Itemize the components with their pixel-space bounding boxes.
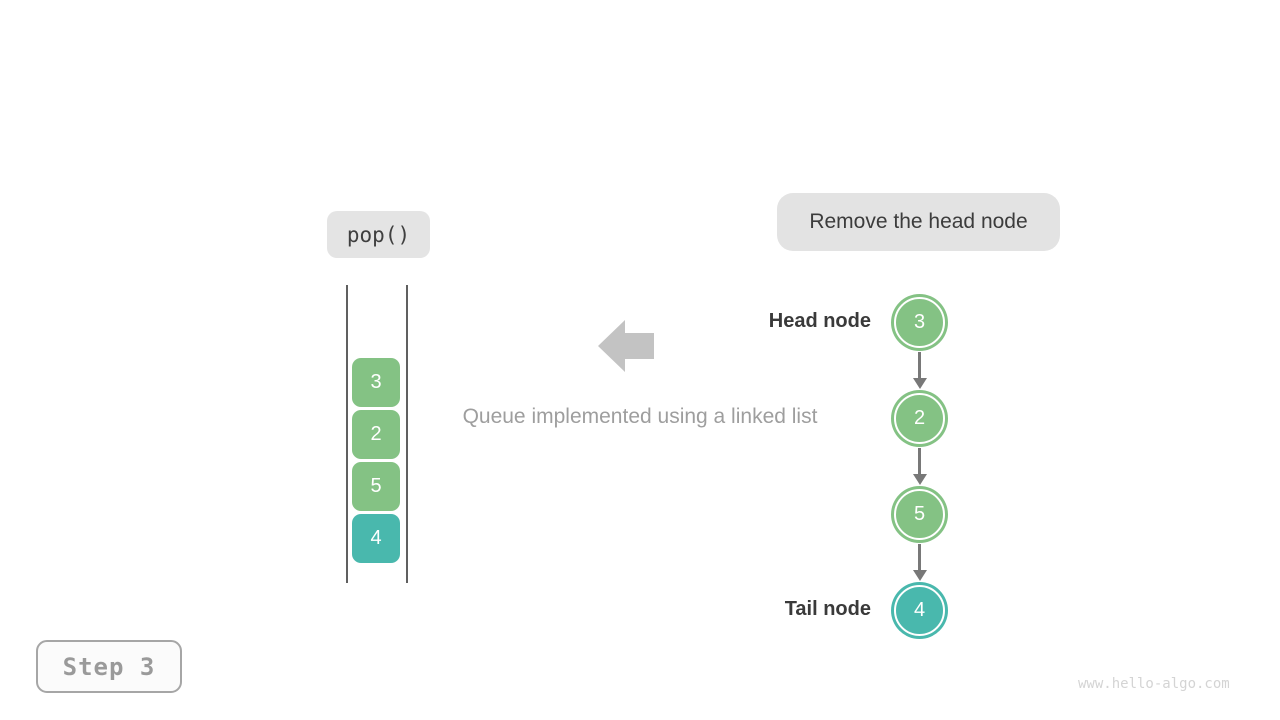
queue-cell: 2: [352, 410, 400, 459]
linked-list-node: 2: [891, 390, 948, 447]
queue-cell: 5: [352, 462, 400, 511]
tail-node-label: Tail node: [784, 598, 871, 620]
left-arrow-icon: [598, 320, 654, 372]
annotation-bubble: Remove the head node: [777, 193, 1060, 251]
link-arrow-icon: [918, 544, 921, 570]
queue-rail-left: [346, 285, 348, 583]
link-arrow-icon: [918, 352, 921, 378]
queue-rail-right: [406, 285, 408, 583]
step-badge: Step 3: [36, 640, 182, 693]
linked-list-node: 4: [891, 582, 948, 639]
linked-list-node: 5: [891, 486, 948, 543]
head-node-label: Head node: [768, 310, 871, 332]
operation-label: pop(): [327, 211, 430, 258]
linked-list-node: 3: [891, 294, 948, 351]
watermark: www.hello-algo.com: [1078, 676, 1230, 692]
link-arrow-icon: [918, 448, 921, 474]
figure-caption: Queue implemented using a linked list: [462, 405, 818, 428]
queue-cell: 4: [352, 514, 400, 563]
queue-cell: 3: [352, 358, 400, 407]
